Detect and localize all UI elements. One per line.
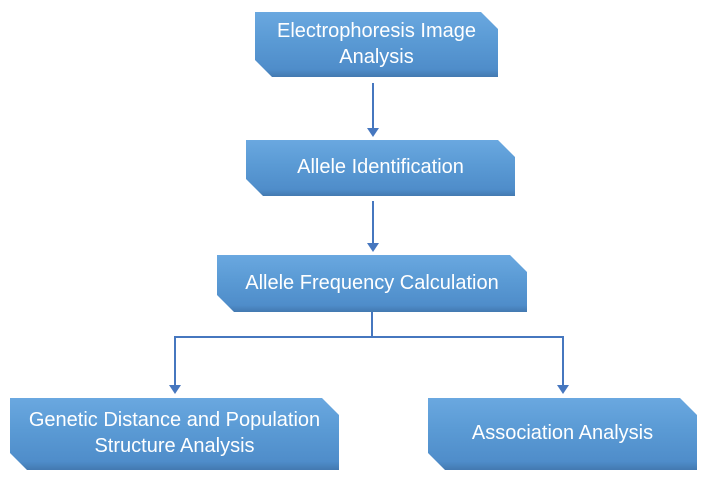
flow-node-genetic-distance-population-structure-analysis: Genetic Distance and Population Structur… — [10, 398, 339, 470]
flow-node-association-analysis: Association Analysis — [428, 398, 697, 470]
flow-node-allele-identification: Allele Identification — [246, 140, 515, 196]
connector-branch-horizontal — [174, 336, 564, 338]
connector-electrophoresis-to-allele-identification — [372, 83, 374, 128]
node-label: Allele Frequency Calculation — [245, 271, 499, 294]
node-label: Electrophoresis Image Analysis — [277, 19, 476, 68]
node-label: Association Analysis — [471, 422, 654, 445]
arrow-down-icon — [367, 243, 379, 252]
node-label: Genetic Distance and Population Structur… — [28, 409, 321, 457]
arrow-down-icon — [367, 128, 379, 137]
node-label: Allele Identification — [297, 156, 464, 179]
arrow-down-icon — [169, 385, 181, 394]
connector-branch-stem — [371, 312, 373, 338]
connector-allele-identification-to-frequency-calculation — [372, 201, 374, 243]
arrow-down-icon — [557, 385, 569, 394]
flow-node-electrophoresis-image-analysis: Electrophoresis Image Analysis — [255, 12, 498, 77]
connector-branch-to-association-analysis — [562, 336, 564, 385]
flow-node-allele-frequency-calculation: Allele Frequency Calculation — [217, 255, 527, 312]
connector-branch-to-genetic-distance — [174, 336, 176, 385]
